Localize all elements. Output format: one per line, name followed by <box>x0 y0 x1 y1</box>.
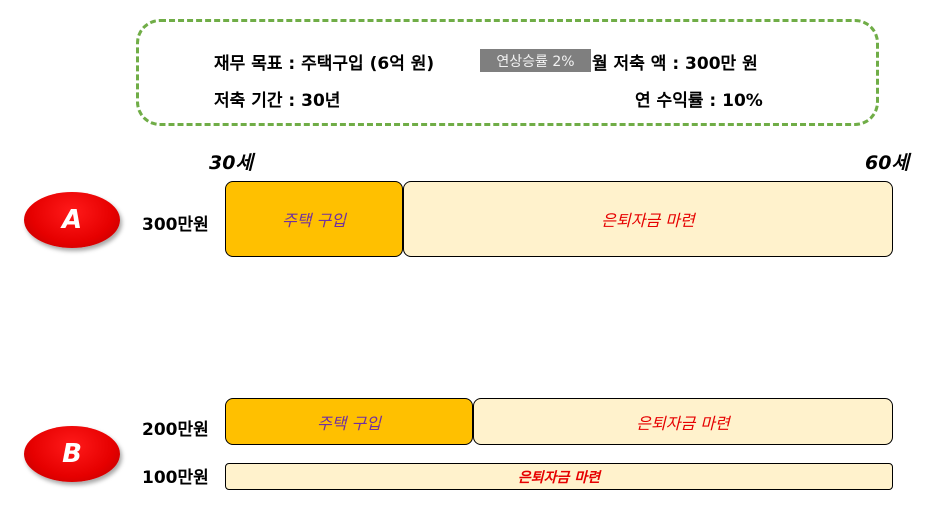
end-age-label: 60세 <box>865 152 909 174</box>
monthly-saving-label: 월 저축 액 : 300만 원 <box>592 54 758 74</box>
plan-b-amount-1: 200만원 <box>142 420 209 440</box>
annual-return-label: 연 수익률 : 10% <box>635 91 763 111</box>
start-age-label: 30세 <box>209 152 253 174</box>
goal-label: 재무 목표 : 주택구입 (6억 원) <box>214 54 435 74</box>
saving-period-label: 저축 기간 : 30년 <box>214 91 341 111</box>
plan-a-badge: A <box>24 192 120 248</box>
inflation-rate-badge: 연상승률 2% <box>480 49 591 72</box>
plan-b-retirement-bar: 은퇴자금 마련 <box>473 398 893 445</box>
plan-a-house-bar: 주택 구입 <box>225 181 403 257</box>
plan-b-retirement-only-bar: 은퇴자금 마련 <box>225 463 893 490</box>
plan-a-retirement-bar: 은퇴자금 마련 <box>403 181 893 257</box>
plan-b-amount-2: 100만원 <box>142 468 209 488</box>
plan-b-badge: B <box>24 426 120 482</box>
plan-a-amount: 300만원 <box>142 215 209 235</box>
financial-goal-box <box>136 19 879 126</box>
plan-b-house-bar: 주택 구입 <box>225 398 473 445</box>
